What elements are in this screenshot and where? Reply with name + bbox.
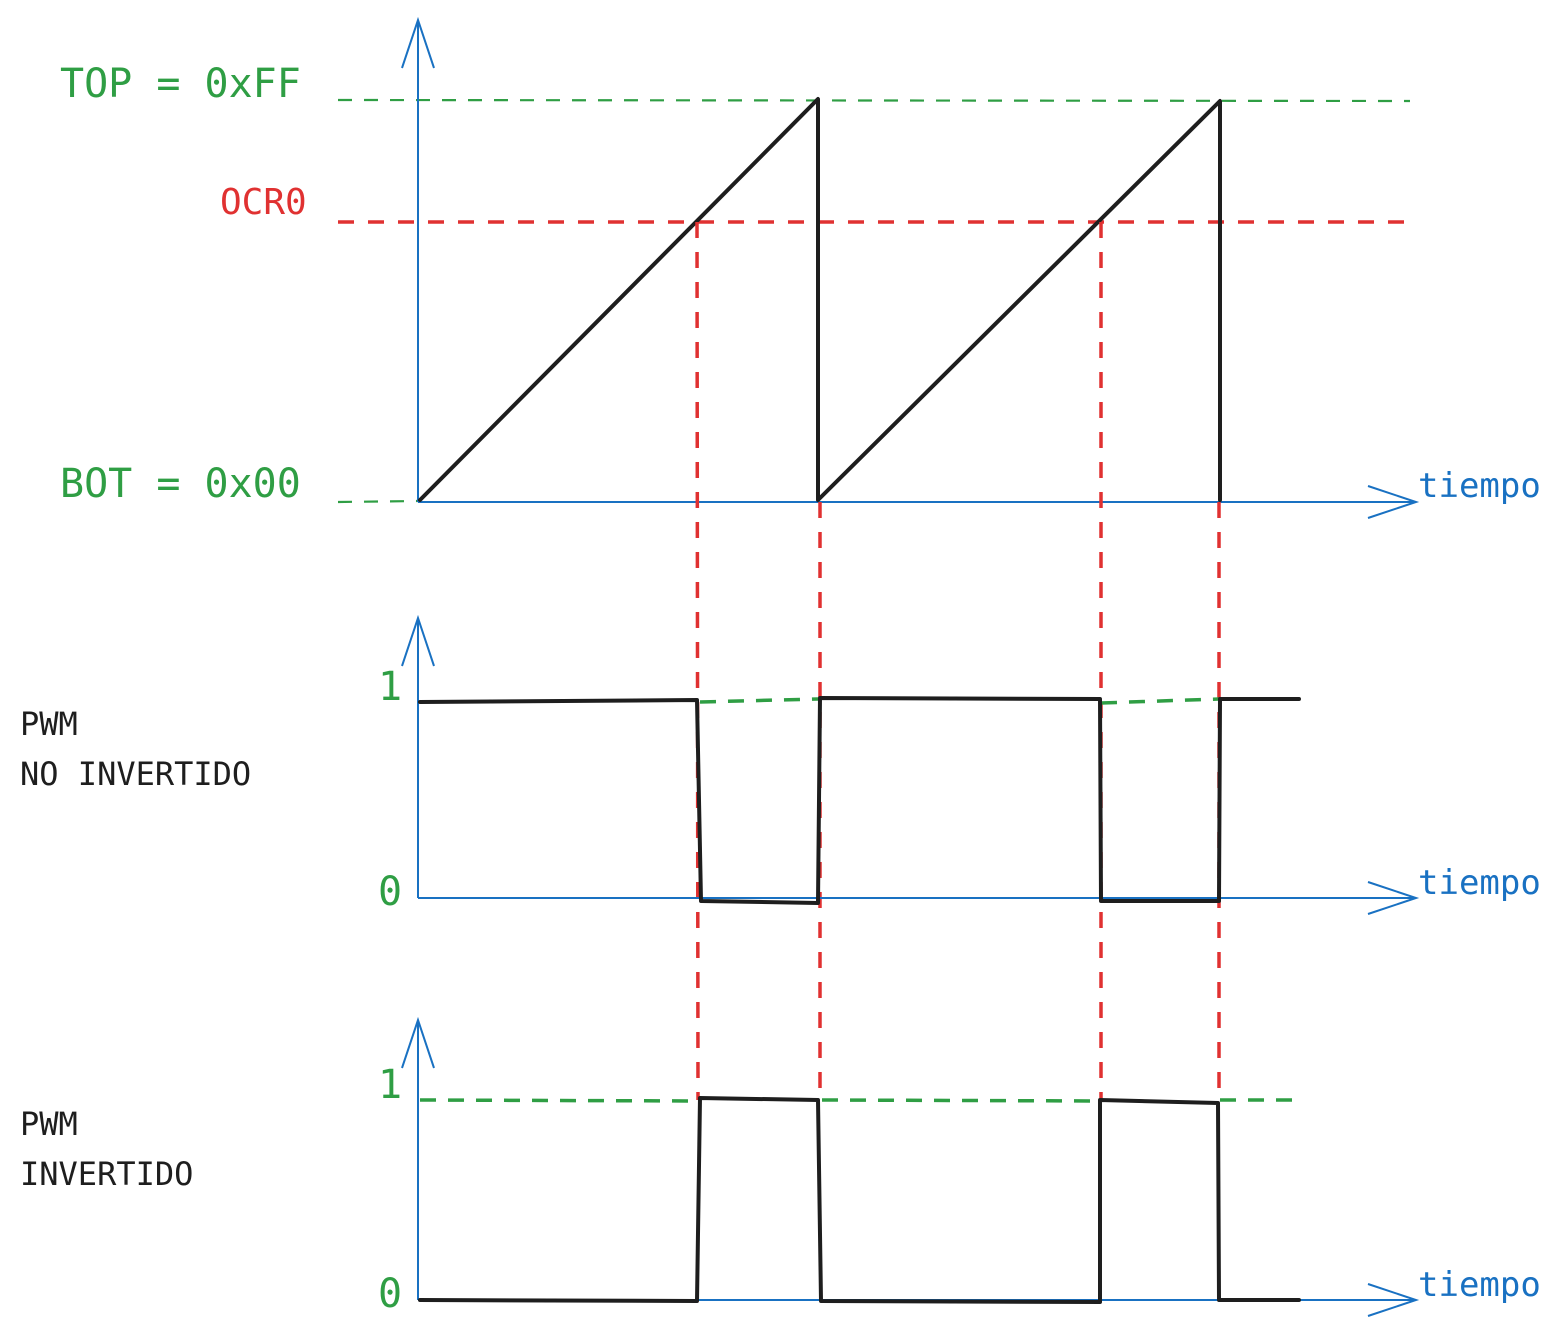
- pwm-inverted-signal: [418, 1096, 1301, 1304]
- pwm2-level-low: 0: [378, 1271, 402, 1317]
- counter-y-axis-arrow-icon: [401, 16, 435, 69]
- top-reference-line: [337, 98, 1411, 103]
- compare-guides: [695, 221, 1221, 1101]
- counter-sawtooth: [418, 97, 1222, 502]
- counter-x-axis-arrow-icon: [1367, 485, 1420, 519]
- ocr-label: OCR0: [220, 182, 307, 223]
- bot-label: BOT = 0x00: [60, 461, 301, 507]
- time-axis-label-1: tiempo: [1418, 466, 1541, 506]
- pwm2-x-axis-arrow-icon: [1367, 1283, 1420, 1317]
- pwm2-y-axis-arrow-icon: [401, 1016, 435, 1069]
- top-label: TOP = 0xFF: [60, 61, 301, 107]
- pwm1-y-axis-arrow-icon: [401, 614, 435, 667]
- time-axis-label-3: tiempo: [1418, 1265, 1541, 1305]
- pwm1-high-reference-2: [1100, 697, 1220, 705]
- pwm-non-inverted-signal: [418, 696, 1301, 905]
- pwm1-high-reference-1: [699, 697, 819, 704]
- pwm1-level-low: 0: [378, 869, 402, 915]
- pwm-inverted-title-line2: INVERTIDO: [20, 1155, 193, 1193]
- time-axis-label-2: tiempo: [1418, 863, 1541, 903]
- pwm2-high-reference-1: [419, 1098, 698, 1103]
- pwm-inverted-panel: [401, 1016, 1420, 1317]
- pwm-non-inverted-panel: [401, 614, 1420, 915]
- pwm-inverted-title-line1: PWM: [20, 1105, 78, 1143]
- counter-panel: [337, 16, 1420, 519]
- bot-reference-line: [337, 499, 419, 504]
- guide-compare-1: [695, 221, 700, 1101]
- pwm-non-inverted-title-line2: NO INVERTIDO: [20, 755, 251, 793]
- pwm2-level-high: 1: [378, 1062, 402, 1108]
- pwm-non-inverted-title-line1: PWM: [20, 705, 78, 743]
- pwm1-x-axis-arrow-icon: [1367, 881, 1420, 915]
- pwm2-high-reference-2: [821, 1098, 1101, 1103]
- pwm1-level-high: 1: [378, 664, 402, 710]
